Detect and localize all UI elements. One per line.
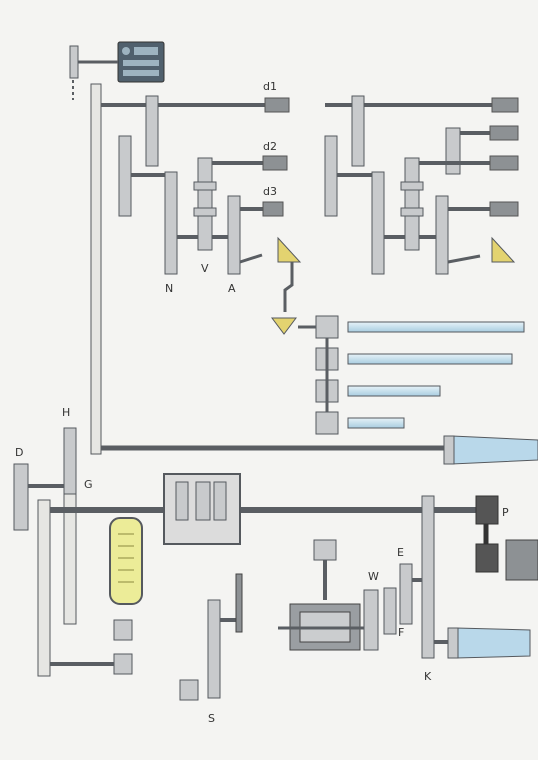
gear-right-b [324,135,338,217]
gear-V-collar1 [193,181,217,191]
gear-H [63,427,77,495]
label-G: G [84,478,93,491]
spindle-collar-upper [443,435,455,465]
label-E: E [397,546,404,559]
spindle-4 [347,417,405,429]
spindle-3 [347,385,441,397]
label-d3: d3 [263,185,277,198]
control-panel-icon [117,41,165,83]
gear-W [383,587,397,635]
tool-d1 [264,97,290,113]
lower-coupling [113,653,133,675]
spindle-group [298,315,525,435]
spindle-collar-lower [447,627,459,659]
gear-d1-block [145,95,159,167]
gear-stage2 [118,135,132,217]
spindle-gear-1 [315,315,339,339]
gear-A [227,195,241,275]
S-base [179,679,199,701]
motor-coupling [113,619,133,641]
gear-V-collar2 [193,207,217,217]
shaft-right-bevel [447,254,481,264]
gear-E [399,563,413,625]
gear-N [164,171,178,275]
spindle-cone-lower [455,627,531,659]
gear-D [13,463,29,531]
label-H: H [62,406,70,419]
bevel-gear-icon [491,236,516,263]
bevel-gear-icon [271,317,297,335]
label-W: W [368,570,379,583]
pulley-icon [475,495,499,525]
motor-icon [109,517,143,605]
tool-right-3 [489,155,519,171]
spindle-1 [347,321,525,333]
handwheel-icon [235,573,243,633]
gear-right-d [404,157,420,251]
top-right-gearbox [324,95,519,275]
label-V: V [201,262,209,275]
main-vertical-shaft [90,83,102,455]
label-S: S [208,712,215,725]
G-vertical-shaft [63,493,77,625]
tool-d3 [262,201,284,217]
work-table [278,539,364,651]
gear-right-c [371,171,385,275]
top-left-gearbox: d1 d2 d3 N V A [69,41,302,455]
tool-right-4 [489,201,519,217]
label-N: N [165,282,173,295]
label-P: P [502,506,509,519]
panel-gear [69,45,79,79]
spindle-gear-4 [315,411,339,435]
label-F: F [398,626,404,639]
gear-V [197,157,213,251]
gear-F [363,589,379,651]
label-d1: d1 [263,80,277,93]
left-vertical-shaft [37,499,51,677]
pulley-icon [475,543,499,573]
spindle-cone-upper [451,435,538,465]
bevel-gear-icon [277,236,302,263]
spindle-2 [347,353,513,365]
gear-right-a [351,95,365,167]
shaft-A-bevel [239,253,263,264]
label-K: K [424,670,432,683]
motor-P [505,539,538,581]
label-D: D [15,446,23,459]
central-gear-2 [195,481,211,521]
gear-K [421,495,435,659]
gear-right-e [445,127,461,175]
tool-d2 [262,155,288,171]
bevel-link-shaft [283,262,294,312]
tool-right-2 [489,125,519,141]
central-gear-1 [175,481,189,521]
gear-right-f [435,195,449,275]
label-A: A [228,282,236,295]
central-gear-3 [213,481,227,521]
label-d2: d2 [263,140,277,153]
tool-right-1 [491,97,519,113]
table-top-block [313,539,337,561]
lower-drive: H D G P E W F K S [13,406,538,725]
gear-S [207,599,221,699]
gear-right-d-collar2 [400,207,424,217]
gear-right-d-collar1 [400,181,424,191]
